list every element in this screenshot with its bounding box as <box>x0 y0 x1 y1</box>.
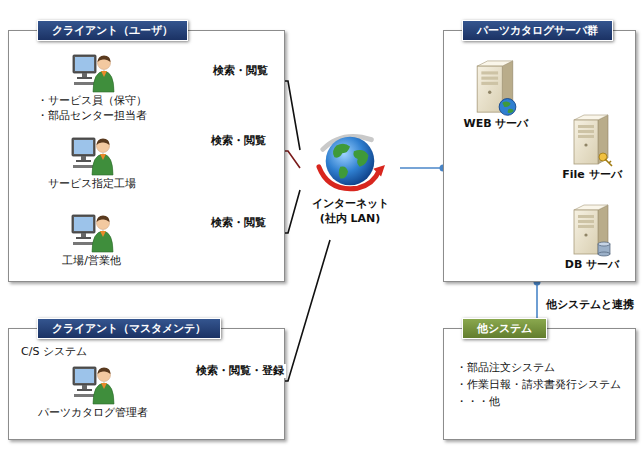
node-label: インターネット <box>312 196 389 211</box>
user-client: 工場/営業他 <box>34 211 149 273</box>
server-icon <box>570 201 614 257</box>
group-note: C/S システム <box>21 343 87 360</box>
client-label: ・部品センター担当者 <box>37 108 147 123</box>
group-note: ・部品注文システム <box>456 359 555 376</box>
web-server: WEB サーバ <box>453 56 539 141</box>
maintenance-group-frame: クライアント（マスタメンテ）C/S システムパーツカタログ管理者 <box>8 328 285 440</box>
other-systems-frame: 他システム・部品注文システム・作業日報・請求書発行システム・・・他 <box>443 328 636 440</box>
pc-user-icon <box>70 134 114 176</box>
file-server: File サーバ <box>554 111 630 197</box>
edge-label: 検索・閲覧 <box>209 134 268 148</box>
node-label: WEB サーバ <box>464 116 529 131</box>
pc-user-icon <box>71 51 115 93</box>
client-label: 工場/営業他 <box>62 253 121 268</box>
edge-label: 検索・閲覧 <box>211 64 270 78</box>
group-heading: 他システム <box>462 318 547 339</box>
internet-globe: インターネット(社内 LAN) <box>300 128 400 240</box>
server-icon <box>570 111 614 167</box>
client-label: ・サービス員（保守） <box>37 93 147 108</box>
group-heading: クライアント（マスタメンテ） <box>37 318 221 339</box>
node-label: File サーバ <box>562 167 621 182</box>
pc-user-icon <box>71 363 115 405</box>
server-group-frame: パーツカタログサーバ群WEB サーバFile サーバDB サーバ <box>443 30 636 282</box>
connector <box>400 167 443 169</box>
edge-label: 検索・閲覧・登録 <box>194 364 286 378</box>
client-label: パーツカタログ管理者 <box>38 405 148 420</box>
pc-user-icon <box>70 211 114 253</box>
edge-label: 検索・閲覧 <box>209 216 268 230</box>
globe-icon <box>313 128 387 196</box>
admin-client: パーツカタログ管理者 <box>34 363 152 425</box>
group-note: ・作業日報・請求書発行システム <box>456 376 621 393</box>
group-heading: クライアント（ユーザ） <box>37 20 188 41</box>
user-client: ・サービス員（保守）・部品センター担当者 <box>34 51 152 129</box>
user-client: サービス指定工場 <box>34 134 149 196</box>
server-icon <box>473 56 519 116</box>
node-label: DB サーバ <box>565 257 619 272</box>
edge-label: 他システムと連携 <box>544 298 636 312</box>
group-heading: パーツカタログサーバ群 <box>462 20 613 41</box>
client-label: サービス指定工場 <box>48 176 136 191</box>
node-label: (社内 LAN) <box>320 211 381 226</box>
db-server: DB サーバ <box>554 201 630 277</box>
group-note: ・・・他 <box>456 393 500 410</box>
